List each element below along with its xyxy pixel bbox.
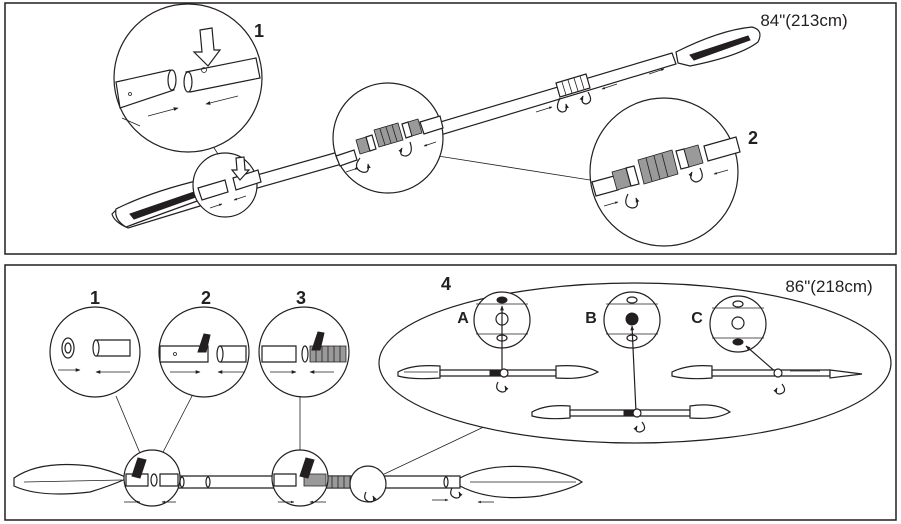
bottom-step-label-1: 1 [90,288,100,308]
top-right-blade [675,26,761,67]
bottom-step-label-4: 4 [441,274,451,294]
top-step-label-1: 1 [254,21,264,41]
mini-paddle-a [397,365,600,393]
bottom-shaft-circle-2 [271,449,329,507]
bottom-step-4-ellipse: A B C [378,282,892,444]
bottom-step-circle-3 [258,306,350,398]
bottom-panel: 86"(218cm) 1 2 3 4 [4,264,897,521]
top-shaft-ferrule [555,73,591,98]
ferrule-position-a [473,291,531,374]
top-c2-nut-left [611,165,640,191]
bottom-panel-frame [4,264,897,521]
ferrule-label-c: C [691,310,703,327]
top-ferrule-circle [332,82,444,194]
top-step-label-2: 2 [748,128,758,148]
bottom-step-circle-1 [49,306,141,398]
top-panel: 84"(213cm) 1 2 [4,2,897,255]
bottom-step-label-3: 3 [296,288,306,308]
top-leader-2 [437,155,591,181]
bottom-full-paddle [13,463,584,499]
ferrule-position-b [603,291,661,413]
mini-paddle-b [531,404,732,433]
bottom-shaft-circle-3 [349,465,387,503]
top-ferrule-nut-right [401,118,423,139]
ferrule-label-a: A [457,310,469,327]
top-detail-circle-1 [113,3,263,153]
top-c2-nut-right [675,144,704,170]
top-c2-ferrule-body [637,149,679,185]
ferrule-position-c [709,295,779,375]
top-detail-circle-2 [589,97,741,247]
top-length-label: 84"(213cm) [760,11,847,30]
top-ferrule-nut-left [355,134,377,155]
mini-paddle-c [671,365,863,395]
bottom-step-circle-2 [158,306,250,398]
ferrule-label-b: B [585,310,597,327]
top-ferrule-body [373,122,404,148]
bottom-step-label-2: 2 [201,288,211,308]
bottom-shaft-circle-1 [123,449,181,507]
top-panel-frame [4,2,897,255]
top-small-circle-1 [192,152,262,218]
bottom-length-label: 86"(218cm) [785,277,872,296]
